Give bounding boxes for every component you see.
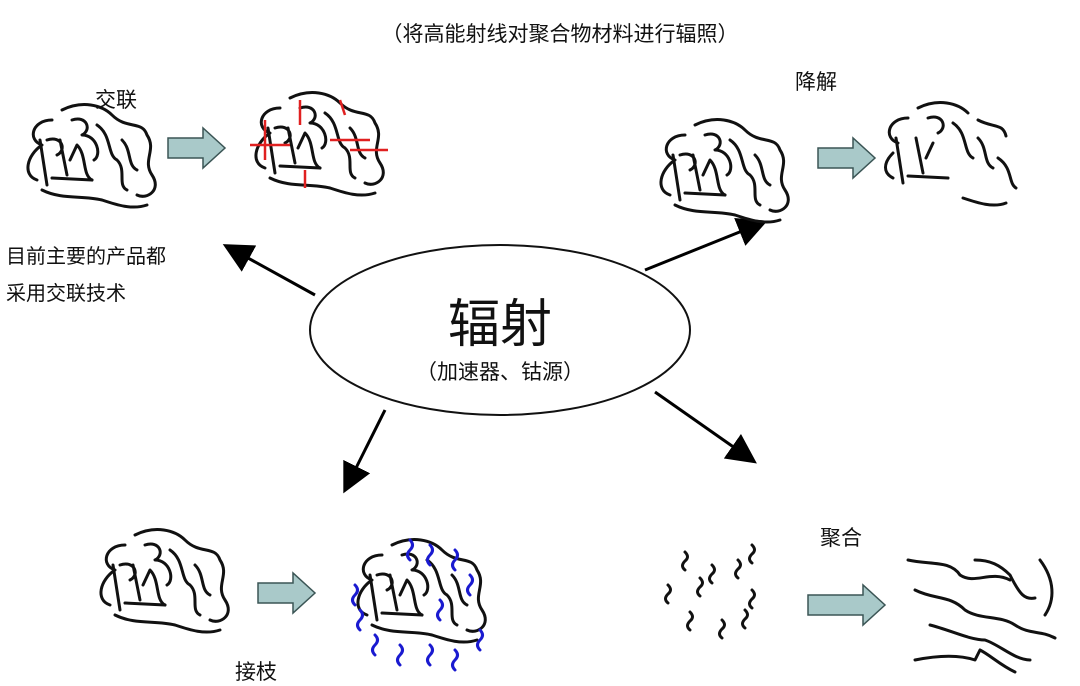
radiation-ellipse <box>309 244 691 416</box>
grafting-label: 接枝 <box>235 660 277 684</box>
block-arrow-icon <box>257 571 317 615</box>
polymer-coil-icon <box>659 118 790 224</box>
monomers-icon <box>664 543 756 640</box>
crosslink-label: 交联 <box>95 88 137 112</box>
block-arrow-icon <box>817 136 877 180</box>
block-arrow-icon <box>167 126 227 170</box>
polymerization-label: 聚合 <box>820 526 862 550</box>
crosslink-note: 目前主要的产品都采用交联技术 <box>6 244 166 305</box>
diagram-title: （将高能射线对聚合物材料进行辐照） <box>381 22 739 46</box>
polymer-coil-icon <box>26 103 157 209</box>
arrow-to-polymerization <box>654 390 757 464</box>
center-sources: （加速器、钴源） <box>416 360 584 384</box>
arrow-to-crosslink <box>222 244 316 297</box>
center-label: 辐射 <box>447 295 552 355</box>
degradation-label: 降解 <box>795 70 837 94</box>
arrow-to-grafting <box>343 409 387 494</box>
crosslink-bonds <box>250 99 388 188</box>
block-arrow-icon <box>807 583 887 627</box>
graft-chains <box>351 538 484 672</box>
degraded-coil-icon <box>884 101 1018 207</box>
arrow-to-degradation <box>644 218 768 272</box>
long-chains-icon <box>906 558 1057 674</box>
polymer-coil-icon <box>99 528 230 634</box>
